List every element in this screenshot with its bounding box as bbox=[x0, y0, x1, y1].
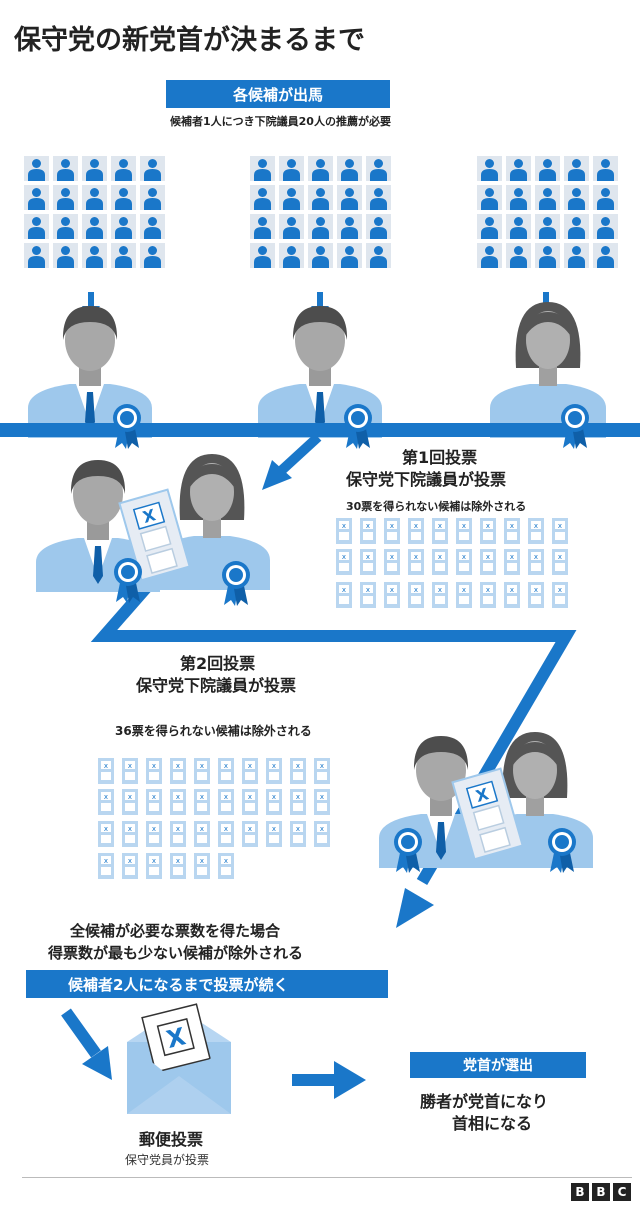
continue-voting-label: 候補者2人になるまで投票が続く bbox=[68, 975, 289, 994]
arrow-head-icon bbox=[82, 1046, 112, 1080]
continue-voting-banner: 候補者2人になるまで投票が続く bbox=[26, 970, 388, 998]
mp-supporter-grids bbox=[24, 156, 618, 268]
leader-elected-label: 党首が選出 bbox=[463, 1058, 533, 1074]
rosette-icon bbox=[394, 828, 422, 873]
page-title: 保守党の新党首が決まるまで bbox=[14, 25, 365, 56]
rosette-icon bbox=[113, 404, 141, 449]
mp-grid-3 bbox=[477, 156, 618, 268]
rosette-icon bbox=[561, 404, 589, 449]
winner-line2: 首相になる bbox=[452, 1114, 533, 1133]
candidates-stand-label: 各候補が出馬 bbox=[232, 85, 323, 104]
rosette-icon bbox=[344, 404, 372, 449]
mp-grid-2 bbox=[250, 156, 391, 268]
rosette-icon bbox=[222, 561, 250, 606]
ballot-x-icon: X bbox=[141, 505, 159, 527]
flow-arrows bbox=[61, 433, 577, 1099]
round1-ballots bbox=[336, 518, 568, 608]
bbc-logo: B B C bbox=[571, 1183, 631, 1201]
footer-divider bbox=[22, 1177, 632, 1178]
round2-subheading: 保守党下院議員が投票 bbox=[136, 676, 297, 695]
postal-vote-label: 郵便投票 bbox=[139, 1130, 204, 1149]
ballot-card: X bbox=[451, 767, 524, 861]
round1-candidates: X bbox=[36, 454, 270, 606]
round2-heading: 第2回投票 bbox=[180, 654, 256, 673]
round1-subheading: 保守党下院議員が投票 bbox=[346, 470, 507, 489]
candidates-baseline bbox=[0, 423, 640, 437]
arrow-right-icon bbox=[334, 1061, 366, 1099]
postal-ballot-icon: X bbox=[141, 1003, 211, 1073]
rosette-icon bbox=[114, 558, 142, 603]
candidates-row bbox=[0, 302, 640, 449]
arrow-head-icon bbox=[396, 888, 434, 928]
round2-candidates: X bbox=[379, 732, 593, 873]
nomination-note: 候補者1人につき下院議員20人の推薦が必要 bbox=[170, 115, 391, 128]
bbc-logo-letter-2: B bbox=[592, 1183, 610, 1201]
rosette-icon bbox=[548, 828, 576, 873]
postal-envelope: X bbox=[127, 1003, 231, 1114]
round2-threshold-note: 36票を得られない候補は除外される bbox=[115, 724, 312, 738]
ballot-card: X bbox=[118, 488, 191, 582]
winner-line1: 勝者が党首になり bbox=[420, 1092, 549, 1111]
round1-heading: 第1回投票 bbox=[402, 448, 478, 467]
all-candidates-line2: 得票数が最も少ない候補が除外される bbox=[48, 944, 304, 962]
mp-grid-1 bbox=[24, 156, 165, 268]
ballot-x-icon: X bbox=[474, 784, 492, 806]
round1-threshold-note: 30票を得られない候補は除外される bbox=[346, 500, 527, 513]
postal-vote-sub: 保守党員が投票 bbox=[125, 1153, 210, 1167]
bbc-logo-letter-3: C bbox=[613, 1183, 631, 1201]
all-candidates-line1: 全候補が必要な票数を得た場合 bbox=[70, 922, 281, 940]
round2-ballots bbox=[98, 758, 330, 879]
leader-elected-banner: 党首が選出 bbox=[410, 1052, 586, 1078]
arrow-head-icon bbox=[262, 460, 292, 490]
candidates-stand-banner: 各候補が出馬 bbox=[166, 80, 390, 108]
bbc-logo-letter-1: B bbox=[571, 1183, 589, 1201]
